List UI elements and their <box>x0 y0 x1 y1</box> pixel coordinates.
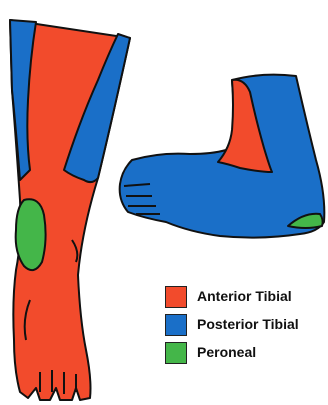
legend-label-posterior-tibial: Posterior Tibial <box>197 316 299 332</box>
legend-swatch-posterior-tibial <box>165 314 187 336</box>
foot-side-view <box>120 75 325 238</box>
legend-swatch-peroneal <box>165 342 187 364</box>
leg-peroneal-region <box>16 199 46 270</box>
legend-label-anterior-tibial: Anterior Tibial <box>197 288 292 304</box>
legend-label-peroneal: Peroneal <box>197 344 256 360</box>
leg-front-view <box>10 20 130 400</box>
legend-swatch-anterior-tibial <box>165 286 187 308</box>
